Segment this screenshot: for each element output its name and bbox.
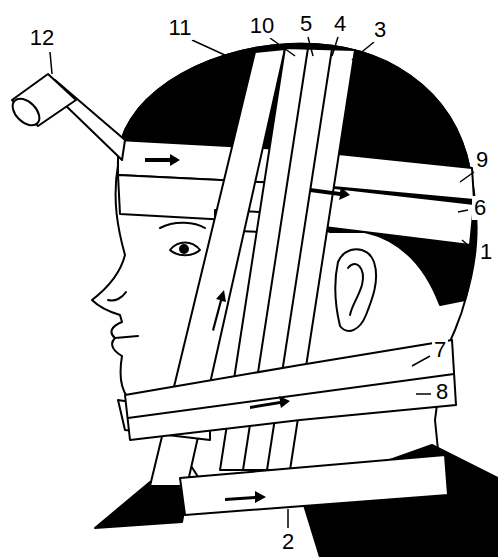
leader-line (412, 356, 430, 366)
leader-line (462, 240, 476, 252)
illustration-part (145, 154, 350, 503)
leader-line (287, 509, 289, 528)
leader-line (332, 37, 338, 56)
callout-number: 4 (332, 12, 348, 36)
callout-number: 1 (478, 240, 494, 264)
nostril (108, 292, 126, 301)
leader-line (192, 40, 240, 62)
leader-line (308, 37, 313, 56)
arrow (225, 491, 266, 503)
eye (170, 243, 200, 256)
collar-front (95, 482, 188, 528)
ear-inner (348, 264, 363, 315)
callout-number: 5 (298, 12, 314, 36)
neck-band-upper (125, 340, 456, 440)
callout-number: 9 (474, 148, 490, 172)
callout-number: 7 (432, 338, 448, 362)
leader-line (352, 42, 374, 60)
callout-number: 2 (280, 530, 296, 554)
leader-line (416, 393, 431, 395)
arrow (145, 154, 180, 166)
eyebrow (160, 223, 205, 228)
pupil (180, 245, 188, 253)
leader-line (270, 38, 295, 56)
arrow (212, 290, 226, 331)
mouth (115, 336, 138, 338)
callout-number: 11 (167, 16, 194, 40)
callout-number: 10 (248, 14, 276, 38)
roll-end (8, 94, 45, 131)
callout-number: 3 (372, 18, 388, 42)
leader-line (458, 210, 468, 212)
leader-line (460, 172, 474, 182)
neck-band-lower (180, 455, 448, 515)
ear (335, 249, 376, 331)
callout-number: 8 (434, 380, 450, 404)
leader-line (50, 52, 52, 74)
illustration-part (50, 37, 476, 528)
band-edge (128, 374, 454, 418)
callout-number: 6 (472, 196, 488, 220)
callout-number: 12 (28, 26, 56, 50)
arrow (250, 396, 290, 409)
illustration-part (8, 44, 498, 557)
arrow (310, 187, 350, 200)
